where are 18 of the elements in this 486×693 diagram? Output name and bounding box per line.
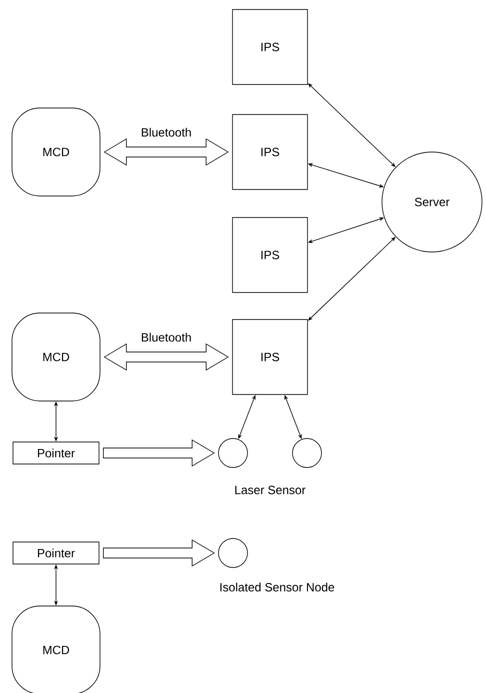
hollow-arrow	[103, 539, 215, 567]
pointer-box: Pointer	[12, 542, 100, 564]
mcd-rounded-box: MCD	[12, 606, 100, 693]
ips-box: IPS	[232, 217, 308, 293]
ips-box: IPS	[232, 319, 308, 395]
sensor-circle	[292, 438, 322, 468]
sensor-circle	[218, 438, 248, 468]
edge-label: Bluetooth	[140, 332, 193, 343]
mcd-rounded-box: MCD	[12, 312, 100, 402]
ips-box: IPS	[232, 114, 308, 190]
node-caption: Isolated Sensor Node	[220, 582, 334, 592]
sensor-circle	[218, 538, 248, 568]
mcd-rounded-box: MCD	[12, 108, 100, 196]
ips-box: IPS	[232, 9, 308, 85]
sensor-label: Laser Sensor	[235, 486, 306, 494]
pointer-box: Pointer	[12, 442, 100, 464]
hollow-arrow	[103, 439, 215, 467]
edge-label: Bluetooth	[140, 126, 193, 138]
